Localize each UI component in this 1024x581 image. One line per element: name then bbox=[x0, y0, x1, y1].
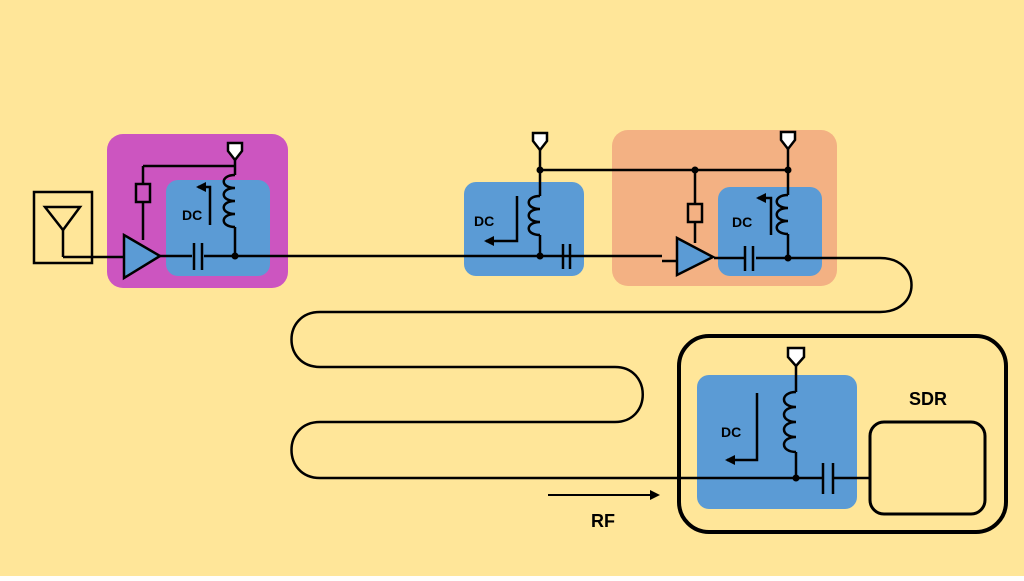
junction-dot bbox=[536, 252, 544, 260]
junction-dot bbox=[792, 474, 800, 482]
receiver-bias-network bbox=[782, 365, 798, 478]
junction-dot bbox=[231, 252, 239, 260]
stage-1-bias-network bbox=[134, 160, 237, 256]
junction-dot bbox=[784, 254, 792, 262]
capacitor-icon bbox=[821, 463, 835, 494]
bias-tee-box-2 bbox=[464, 182, 584, 276]
supply-terminal-icon bbox=[786, 346, 806, 368]
rf-label: RF bbox=[591, 511, 615, 531]
bias-tee-box-1 bbox=[166, 180, 270, 276]
capacitor-icon bbox=[561, 244, 572, 269]
amplifier-triangle-icon bbox=[675, 235, 716, 278]
amplifier-triangle-icon bbox=[122, 232, 163, 281]
inductor-coil-icon bbox=[782, 390, 797, 454]
capacitor-icon bbox=[743, 246, 755, 271]
receiver-enclosure bbox=[677, 334, 1008, 534]
supply-terminal-icon bbox=[226, 141, 244, 163]
stage-3-bias-network bbox=[775, 193, 790, 258]
sdr-block bbox=[868, 420, 987, 516]
junction-dot bbox=[536, 166, 544, 174]
junction-dot bbox=[784, 166, 792, 174]
supply-terminal-icon bbox=[531, 131, 549, 153]
sdr-label: SDR bbox=[909, 389, 947, 409]
antenna-icon bbox=[32, 190, 94, 265]
junction-dot bbox=[691, 166, 699, 174]
inductor-coil-icon bbox=[775, 193, 789, 236]
dc-arrow-icon bbox=[484, 196, 519, 246]
inductor-coil-icon bbox=[527, 194, 541, 237]
dc-label: DC bbox=[182, 207, 202, 223]
capacitor-icon bbox=[192, 243, 204, 270]
dc-label: DC bbox=[721, 424, 741, 440]
dc-arrow-icon bbox=[196, 182, 212, 225]
supply-terminal-icon bbox=[779, 130, 797, 152]
rf-wires bbox=[63, 254, 913, 480]
dc-arrow-icon bbox=[725, 393, 759, 465]
dc-label: DC bbox=[474, 213, 494, 229]
dc-arrow-icon bbox=[756, 193, 773, 235]
inductor-coil-icon bbox=[222, 173, 236, 229]
dc-label: DC bbox=[732, 214, 752, 230]
bias-tee-box-4 bbox=[697, 375, 857, 509]
